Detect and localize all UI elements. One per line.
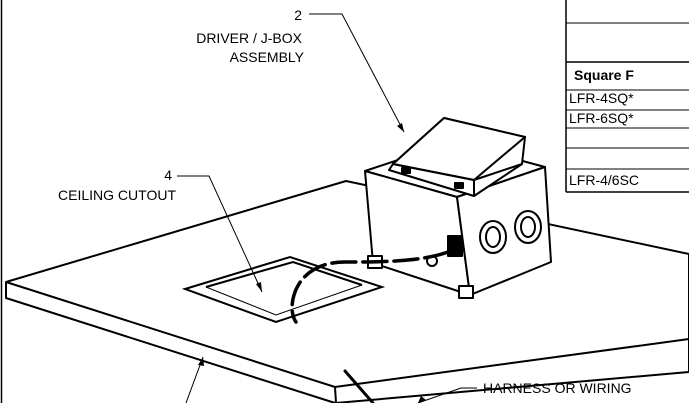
table-header: Square F: [574, 67, 634, 83]
ceiling-cutout: [181, 255, 386, 324]
driver-callout-label-line1: DRIVER / J-BOX: [196, 30, 302, 46]
table-row-1: LFR-4SQ*: [569, 90, 634, 106]
driver-callout-label-line2: ASSEMBLY: [230, 49, 305, 65]
leader-arrowheads: [198, 123, 426, 403]
harness-callout-label: HARNESS OR WIRING: [483, 380, 632, 396]
table-row-3: LFR-4/6SC: [569, 172, 639, 188]
cutout-callout-number: 4: [164, 167, 172, 183]
driver-callout-number: 2: [294, 7, 302, 23]
parts-table: Square F LFR-4SQ* LFR-6SQ* LFR-4/6SC: [565, 0, 689, 193]
table-row-2: LFR-6SQ*: [569, 110, 634, 126]
wiring-harness: [290, 250, 450, 403]
cutout-callout-label: CEILING CUTOUT: [58, 187, 176, 203]
driver-jbox-assembly: [364, 117, 552, 299]
